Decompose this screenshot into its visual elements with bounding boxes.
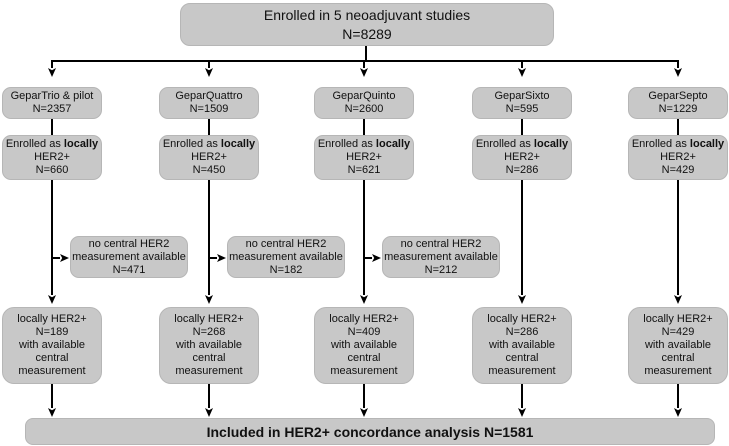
final-line4: measurement: [488, 365, 556, 377]
enrolled-total-title: Enrolled in 5 neoadjuvant studies: [263, 6, 471, 23]
enrolled-line1: Enrolled as locally: [6, 138, 98, 151]
enrolled-line2: HER2+: [504, 151, 540, 163]
final-n: N=429: [661, 326, 695, 338]
enrolled-locally-box: Enrolled as locally HER2+ N=429: [628, 135, 728, 180]
excluded-line2: measurement available: [229, 250, 343, 263]
excluded-box: no central HER2 measurement available N=…: [382, 236, 500, 278]
final-line4: measurement: [330, 365, 398, 377]
study-box-geparsepto: GeparSepto N=1229: [628, 87, 728, 119]
excluded-line1: no central HER2: [245, 237, 327, 250]
final-line2: with available: [18, 339, 86, 351]
final-n: N=189: [35, 326, 69, 338]
study-name: GeparQuinto: [332, 90, 396, 102]
final-line2: with available: [644, 339, 712, 351]
enrolled-n: N=429: [661, 164, 695, 176]
final-line1: locally HER2+: [174, 313, 244, 325]
final-box: locally HER2+ N=286 with available centr…: [472, 307, 572, 384]
enrolled-n: N=621: [347, 164, 381, 176]
conclusion-bar: Included in HER2+ concordance analysis N…: [25, 418, 715, 445]
excluded-line1: no central HER2: [400, 237, 482, 250]
excluded-line2: measurement available: [72, 250, 186, 263]
enrolled-line1: Enrolled as locally: [476, 138, 568, 151]
enrolled-locally-box: Enrolled as locally HER2+ N=450: [159, 135, 259, 180]
final-line3: central: [661, 352, 695, 364]
final-line3: central: [347, 352, 381, 364]
enrolled-n: N=286: [505, 164, 539, 176]
final-n: N=268: [192, 326, 226, 338]
study-name: GeparSepto: [648, 90, 708, 102]
enrolled-line2: HER2+: [346, 151, 382, 163]
final-line2: with available: [330, 339, 398, 351]
final-line3: central: [505, 352, 539, 364]
enrolled-n: N=660: [35, 164, 69, 176]
enrolled-line2: HER2+: [660, 151, 696, 163]
final-line1: locally HER2+: [643, 313, 713, 325]
study-box-geparquattro: GeparQuattro N=1509: [159, 87, 259, 119]
enrolled-line2: HER2+: [191, 151, 227, 163]
final-n: N=286: [505, 326, 539, 338]
study-box-geparsixto: GeparSixto N=595: [472, 87, 572, 119]
enrolled-prefix: Enrolled as: [317, 138, 373, 150]
final-line4: measurement: [175, 365, 243, 377]
excluded-n: N=182: [269, 263, 303, 276]
excluded-line2: measurement available: [384, 250, 498, 263]
study-n: N=2357: [32, 103, 72, 115]
enrolled-line2: HER2+: [34, 151, 70, 163]
enrolled-emphasis: locally: [220, 138, 256, 150]
study-box-gepartrio: GeparTrio & pilot N=2357: [2, 87, 102, 119]
enrolled-prefix: Enrolled as: [162, 138, 218, 150]
study-box-geparquinto: GeparQuinto N=2600: [314, 87, 414, 119]
enrolled-total-n: N=8289: [342, 25, 392, 42]
enrolled-total-box: Enrolled in 5 neoadjuvant studies N=8289: [180, 3, 554, 46]
final-line3: central: [35, 352, 69, 364]
excluded-n: N=471: [112, 263, 146, 276]
enrolled-n: N=450: [192, 164, 226, 176]
enrolled-emphasis: locally: [689, 138, 725, 150]
enrolled-emphasis: locally: [375, 138, 411, 150]
final-line4: measurement: [18, 365, 86, 377]
final-line4: measurement: [644, 365, 712, 377]
final-box: locally HER2+ N=189 with available centr…: [2, 307, 102, 384]
enrolled-line1: Enrolled as locally: [318, 138, 410, 151]
study-n: N=2600: [344, 103, 384, 115]
final-line1: locally HER2+: [329, 313, 399, 325]
final-line2: with available: [488, 339, 556, 351]
enrolled-emphasis: locally: [63, 138, 99, 150]
study-name: GeparTrio & pilot: [10, 90, 94, 102]
enrolled-locally-box: Enrolled as locally HER2+ N=621: [314, 135, 414, 180]
study-name: GeparQuattro: [175, 90, 243, 102]
final-box: locally HER2+ N=429 with available centr…: [628, 307, 728, 384]
enrolled-locally-box: Enrolled as locally HER2+ N=286: [472, 135, 572, 180]
conclusion-label: Included in HER2+ concordance analysis N…: [206, 423, 534, 440]
final-n: N=409: [347, 326, 381, 338]
excluded-box: no central HER2 measurement available N=…: [227, 236, 345, 278]
enrolled-line1: Enrolled as locally: [632, 138, 724, 151]
excluded-line1: no central HER2: [88, 237, 170, 250]
enrolled-locally-box: Enrolled as locally HER2+ N=660: [2, 135, 102, 180]
enrolled-emphasis: locally: [533, 138, 569, 150]
final-line1: locally HER2+: [487, 313, 557, 325]
final-box: locally HER2+ N=409 with available centr…: [314, 307, 414, 384]
study-n: N=595: [505, 103, 539, 115]
final-box: locally HER2+ N=268 with available centr…: [159, 307, 259, 384]
final-line3: central: [192, 352, 226, 364]
study-n: N=1509: [189, 103, 229, 115]
final-line2: with available: [175, 339, 243, 351]
excluded-n: N=212: [424, 263, 458, 276]
enrolled-prefix: Enrolled as: [475, 138, 531, 150]
study-name: GeparSixto: [494, 90, 550, 102]
excluded-box: no central HER2 measurement available N=…: [70, 236, 188, 278]
final-line1: locally HER2+: [17, 313, 87, 325]
enrolled-line1: Enrolled as locally: [163, 138, 255, 151]
enrolled-prefix: Enrolled as: [631, 138, 687, 150]
study-n: N=1229: [658, 103, 698, 115]
enrolled-prefix: Enrolled as: [5, 138, 61, 150]
